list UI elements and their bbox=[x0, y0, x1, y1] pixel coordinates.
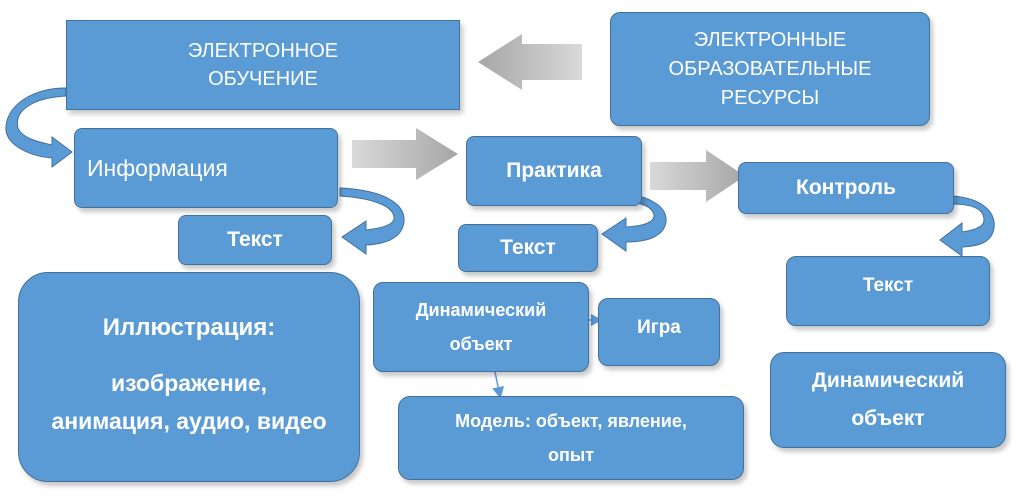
curved-arrow-learning-to-info bbox=[5, 87, 73, 168]
dynamic-object-control-box: Динамический объект bbox=[770, 352, 1006, 448]
arrow-practice-to-control bbox=[650, 150, 745, 202]
text-control-label: Текст bbox=[862, 275, 914, 296]
text-practice-box: Текст bbox=[458, 224, 598, 272]
curved-arrow-info-to-text bbox=[339, 187, 405, 255]
e-learning-box: ЭЛЕКТРОННОЕ ОБУЧЕНИЕ bbox=[66, 20, 460, 110]
text-control-box: Текст bbox=[786, 256, 990, 326]
illustration-body: изображение, анимация, аудио, видео bbox=[51, 370, 327, 434]
control-box: Контроль bbox=[738, 162, 954, 214]
text-info-box: Текст bbox=[178, 215, 332, 265]
e-resources-box: ЭЛЕКТРОННЫЕ ОБРАЗОВАТЕЛЬНЫЕ РЕСУРСЫ bbox=[610, 12, 930, 126]
arrow-info-to-practice bbox=[352, 128, 458, 180]
dynamic-object-control-label: Динамический объект bbox=[811, 369, 965, 430]
text-practice-label: Текст bbox=[500, 236, 556, 259]
information-label: Информация bbox=[87, 154, 228, 181]
game-box: Игра bbox=[598, 298, 720, 366]
e-learning-label: ЭЛЕКТРОННОЕ ОБУЧЕНИЕ bbox=[187, 40, 339, 90]
model-box: Модель: объект, явление, опыт bbox=[398, 396, 744, 480]
practice-box: Практика bbox=[466, 136, 642, 206]
information-box: Информация bbox=[74, 128, 338, 208]
e-resources-label: ЭЛЕКТРОННЫЕ ОБРАЗОВАТЕЛЬНЫЕ РЕСУРСЫ bbox=[668, 28, 872, 109]
illustration-title: Иллюстрация: bbox=[102, 314, 276, 341]
practice-label: Практика bbox=[506, 159, 602, 182]
model-label: Модель: объект, явление, опыт bbox=[455, 411, 687, 465]
control-label: Контроль bbox=[796, 176, 896, 199]
arrow-resources-to-learning bbox=[478, 34, 582, 90]
connector-dynobj-to-model bbox=[492, 371, 505, 399]
text-info-label: Текст bbox=[227, 228, 283, 251]
dynamic-object-practice-label: Динамический объект bbox=[415, 300, 547, 354]
game-label: Игра bbox=[637, 317, 681, 338]
dynamic-object-practice-box: Динамический объект bbox=[373, 282, 589, 372]
illustration-box: Иллюстрация: изображение, анимация, ауди… bbox=[18, 272, 360, 482]
